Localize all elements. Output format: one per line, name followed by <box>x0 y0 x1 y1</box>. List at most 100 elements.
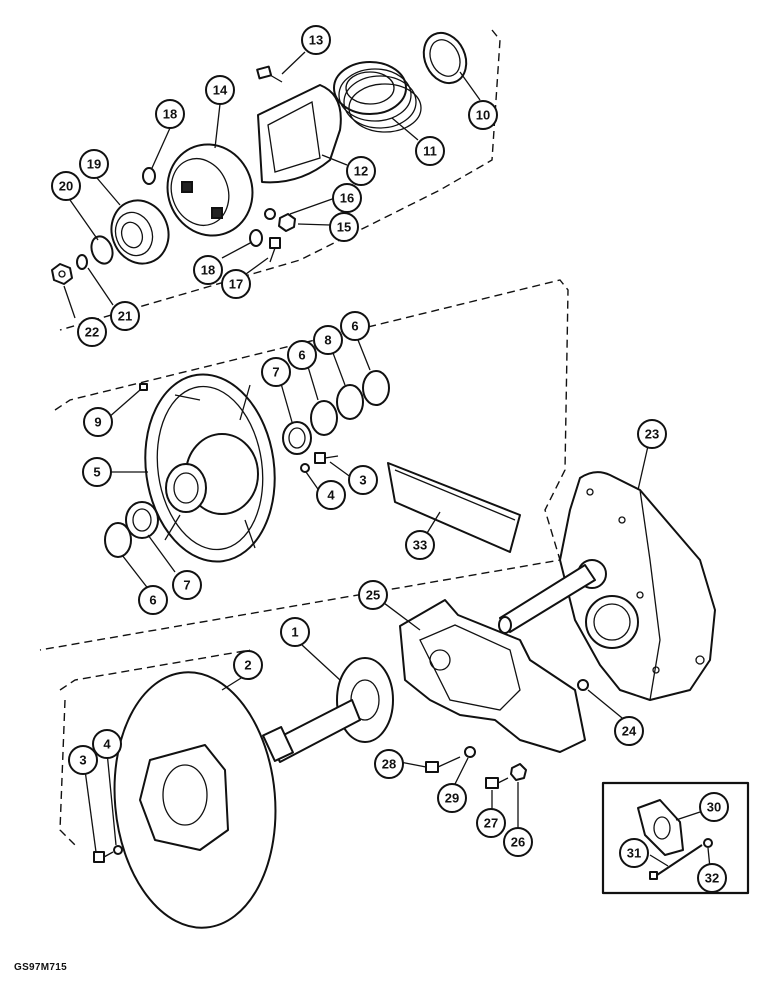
callout-22: 22 <box>77 317 107 347</box>
callout-18-lower: 18 <box>193 255 223 285</box>
part-bracket-25 <box>399 599 586 753</box>
part-washer-4-bottom <box>113 845 123 855</box>
callout-label: 30 <box>707 800 721 815</box>
callout-label: 26 <box>511 835 525 850</box>
callout-32: 32 <box>697 863 727 893</box>
callout-label: 11 <box>423 144 437 159</box>
callout-21: 21 <box>110 301 140 331</box>
group-outline-bottom <box>59 649 251 846</box>
callout-2: 2 <box>233 650 263 680</box>
part-nut-15 <box>278 213 296 232</box>
callout-17: 17 <box>221 269 251 299</box>
part-nut-26 <box>510 763 527 781</box>
part-bolt-28 <box>425 756 461 773</box>
callout-label: 33 <box>413 538 427 553</box>
callout-27: 27 <box>476 808 506 838</box>
callout-8: 8 <box>313 325 343 355</box>
part-bushing-7-lower <box>125 501 159 539</box>
figure-id: GS97M715 <box>14 962 67 973</box>
callout-label: 28 <box>382 757 396 772</box>
part-belt-33 <box>387 462 521 553</box>
callout-label: 32 <box>705 871 719 886</box>
callout-label: 27 <box>484 816 498 831</box>
callout-3-middle: 3 <box>348 465 378 495</box>
callout-label: 21 <box>118 309 132 324</box>
callout-label: 5 <box>93 465 100 480</box>
part-washer-4-middle <box>300 463 310 473</box>
callout-4-middle: 4 <box>316 480 346 510</box>
callout-33: 33 <box>405 530 435 560</box>
callout-6-upper-b: 6 <box>340 311 370 341</box>
callout-28: 28 <box>374 749 404 779</box>
callout-6-upper-a: 6 <box>287 340 317 370</box>
callout-label: 8 <box>324 333 331 348</box>
callout-label: 17 <box>229 277 243 292</box>
callout-label: 22 <box>85 325 99 340</box>
part-bushing-7-upper <box>282 421 312 455</box>
callout-5: 5 <box>82 457 112 487</box>
callout-7-lower: 7 <box>172 570 202 600</box>
part-washer-21 <box>76 254 88 270</box>
part-nut-32 <box>703 838 713 848</box>
callout-label: 23 <box>645 427 659 442</box>
callout-label: 3 <box>359 473 366 488</box>
part-washer-16 <box>264 208 276 220</box>
callout-label: 14 <box>213 83 228 98</box>
callout-label: 29 <box>445 791 459 806</box>
part-washer-24 <box>577 679 589 691</box>
part-ring-8 <box>336 384 364 420</box>
callout-label: 1 <box>291 625 298 640</box>
callout-19: 19 <box>79 149 109 179</box>
part-screw-17 <box>269 237 281 263</box>
callout-16: 16 <box>332 183 362 213</box>
callout-label: 4 <box>103 737 111 752</box>
callout-label: 12 <box>354 164 368 179</box>
part-cam-shield-12 <box>257 84 342 184</box>
callout-11: 11 <box>415 136 445 166</box>
callout-15: 15 <box>329 212 359 242</box>
part-shaft-1 <box>262 657 394 763</box>
part-nut-22 <box>51 263 73 285</box>
callout-label: 24 <box>622 724 637 739</box>
callout-label: 18 <box>163 107 177 122</box>
callout-23: 23 <box>637 419 667 449</box>
callout-label: 18 <box>201 263 215 278</box>
part-drive-disc-2 <box>113 671 277 929</box>
callout-13: 13 <box>301 25 331 55</box>
part-ring-6-upper-b <box>362 370 390 406</box>
part-output-shaft <box>498 564 596 634</box>
callout-12: 12 <box>346 156 376 186</box>
callout-label: 6 <box>351 319 358 334</box>
part-ring-6-upper-a <box>310 400 338 436</box>
part-pin-31 <box>649 844 703 880</box>
part-cap-screw-13 <box>256 65 283 83</box>
part-washer-29 <box>464 746 476 758</box>
callout-label: 7 <box>272 365 279 380</box>
part-pulley-5 <box>144 373 276 563</box>
part-bearing-19 <box>110 199 170 265</box>
callout-6-lower: 6 <box>138 585 168 615</box>
callout-label: 2 <box>244 658 251 673</box>
callout-31: 31 <box>619 838 649 868</box>
callout-label: 20 <box>59 179 73 194</box>
callout-30: 30 <box>699 792 729 822</box>
callout-label: 6 <box>149 593 156 608</box>
callout-20: 20 <box>51 171 81 201</box>
callout-label: 9 <box>94 415 101 430</box>
callout-24: 24 <box>614 716 644 746</box>
part-clip-9 <box>139 383 148 391</box>
callout-29: 29 <box>437 783 467 813</box>
callout-label: 3 <box>79 753 86 768</box>
part-spring-11 <box>333 61 422 133</box>
group-outline-middle <box>39 279 569 651</box>
callout-label: 7 <box>183 578 190 593</box>
callout-10: 10 <box>468 100 498 130</box>
callout-25: 25 <box>358 580 388 610</box>
callout-14: 14 <box>205 75 235 105</box>
callout-label: 15 <box>337 220 351 235</box>
callout-18-upper: 18 <box>155 99 185 129</box>
callout-label: 4 <box>327 488 335 503</box>
group-outline-top <box>59 29 501 331</box>
callout-7-upper: 7 <box>261 357 291 387</box>
